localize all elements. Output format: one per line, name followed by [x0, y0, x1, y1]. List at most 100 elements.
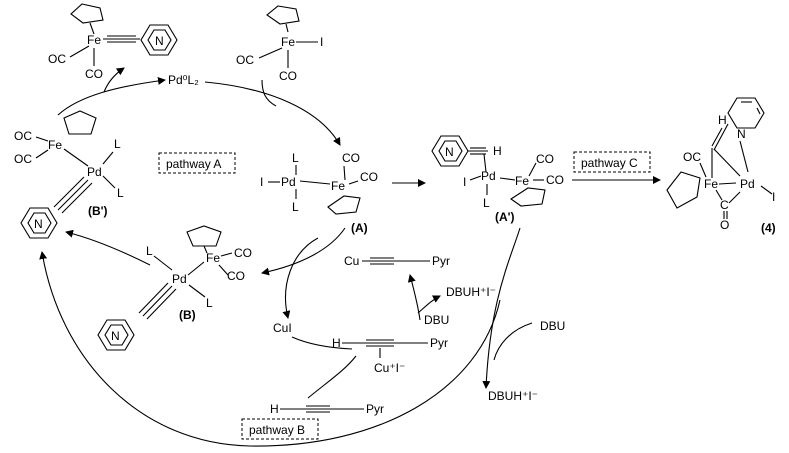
co-ligand: CO	[227, 269, 245, 283]
reaction-arrows	[39, 67, 661, 447]
pyridine-ring-icon	[20, 207, 58, 239]
pathway-a-label: pathway A	[166, 157, 221, 171]
iodide: I	[260, 175, 263, 189]
pyr-group: Pyr	[366, 402, 384, 416]
arrow-dbuh-out	[417, 295, 441, 314]
l-ligand: L	[292, 200, 299, 214]
fe-atom: Fe	[206, 251, 220, 265]
co-ligand: CO	[342, 151, 360, 165]
arrow-fei-in	[261, 79, 277, 107]
arrow-pathway-b-arc	[39, 251, 501, 447]
pi-complex-alkyne-cu: H Pyr Cu⁺I⁻	[332, 336, 448, 375]
fe-atom: Fe	[704, 177, 718, 191]
l-ligand: L	[483, 196, 490, 210]
cp-ring-icon	[327, 195, 361, 215]
l-ligand: L	[117, 186, 124, 200]
arrow-alkyne-in	[307, 355, 357, 399]
product-4: N H OC Fe Pd I C O (4)	[666, 97, 776, 235]
pyridine-n: N	[737, 127, 746, 141]
cu-cation: Cu⁺I⁻	[374, 361, 405, 375]
cp-ring-icon	[70, 3, 104, 35]
pathway-a-box	[158, 152, 236, 174]
pathway-c-box	[573, 151, 651, 173]
compound-label: (B')	[88, 204, 108, 218]
arrow-a-to-b	[261, 227, 346, 276]
compound-label: (B)	[179, 308, 196, 322]
pyridine-n: N	[445, 145, 454, 159]
arrow-pd0-to-a	[204, 81, 341, 146]
pd-atom: Pd	[87, 165, 102, 179]
cp-ring-icon	[186, 225, 222, 247]
fe-alkynylpyridine-complex: Fe OC CO N	[48, 3, 178, 81]
co-ligand: CO	[360, 170, 378, 184]
pd-atom: Pd	[281, 175, 296, 189]
co-ligand: CO	[234, 246, 252, 260]
intermediate-b: Fe CO CO L Pd L N (B)	[97, 225, 252, 351]
cp-ring-icon	[666, 171, 701, 209]
pyridine-ring-icon	[140, 24, 178, 56]
fe-atom: Fe	[515, 174, 529, 188]
co-ligand: CO	[536, 152, 554, 166]
arrow-release-product	[103, 67, 125, 93]
intermediate-a-prime: N H I Pd L Fe CO CO (A')	[431, 135, 564, 224]
compound-label: (4)	[761, 221, 776, 235]
pd0-catalyst: Pd⁰L₂	[168, 73, 199, 87]
alkyne-h: H	[493, 144, 502, 158]
pyridine-ring-icon	[727, 97, 765, 129]
l-ligand: L	[146, 244, 153, 258]
pathway-c-label: pathway C	[581, 156, 638, 170]
fe-atom: Fe	[331, 179, 345, 193]
oc-ligand: OC	[14, 152, 32, 166]
pyridine-n: N	[155, 34, 164, 48]
arrow-aprime-down	[482, 227, 521, 389]
pyridine-ring-icon	[97, 319, 135, 351]
iodide: I	[320, 35, 323, 49]
oc-ligand: OC	[48, 52, 66, 66]
co-ligand: CO	[279, 69, 297, 83]
co-ligand: CO	[546, 173, 564, 187]
dbuh-salt: DBUH⁺I⁻	[446, 285, 496, 299]
l-ligand: L	[114, 137, 121, 151]
iodide: I	[772, 190, 775, 204]
arrow-b-to-bprime	[65, 229, 151, 266]
alkyne-h: H	[332, 336, 341, 350]
arrow-dbu-in	[493, 322, 533, 361]
cp-ring-icon	[266, 5, 300, 33]
cp-ring-icon	[510, 187, 546, 207]
cu-acetylide: Cu Pyr	[344, 254, 450, 268]
compound-label: (A)	[351, 221, 368, 235]
oc-ligand: OC	[683, 150, 701, 164]
pyridine-n: N	[111, 329, 120, 343]
vinyl-h: H	[718, 113, 727, 127]
arrow-pi-to-acetylide	[407, 274, 421, 321]
cu-atom: Cu	[344, 254, 359, 268]
carbonyl-o: O	[720, 218, 729, 232]
pyridine-ring-icon	[431, 135, 469, 167]
oc-ligand: OC	[236, 53, 254, 67]
fe-atom: Fe	[281, 35, 295, 49]
l-ligand: L	[206, 296, 213, 310]
intermediate-a: L I Pd L Fe CO CO (A)	[260, 151, 378, 235]
oc-ligand: OC	[14, 129, 32, 143]
dbuh-salt: DBUH⁺I⁻	[488, 389, 538, 403]
dbu-base: DBU	[424, 313, 449, 327]
arrow-bprime-to-pd0	[57, 76, 166, 116]
pd-atom: Pd	[172, 272, 187, 286]
terminal-alkyne: H Pyr	[270, 402, 384, 416]
l-ligand: L	[292, 151, 299, 165]
pd-atom: Pd	[740, 177, 755, 191]
pathway-b-label: pathway B	[249, 423, 305, 437]
cpfe-co2-iodide: Fe I OC CO	[236, 5, 323, 83]
cp-ring-icon	[63, 110, 97, 135]
bridging-carbon: C	[720, 198, 729, 212]
fe-atom: Fe	[87, 33, 101, 47]
fe-atom: Fe	[48, 138, 62, 152]
arrow-cui-in	[291, 336, 353, 350]
intermediate-b-prime: OC OC Fe Pd L L N (B')	[14, 110, 124, 239]
pd-atom: Pd	[481, 169, 496, 183]
alkyne-h: H	[270, 402, 279, 416]
iodide: I	[463, 175, 466, 189]
pyr-group: Pyr	[430, 336, 448, 350]
pathway-b-box	[241, 418, 319, 440]
